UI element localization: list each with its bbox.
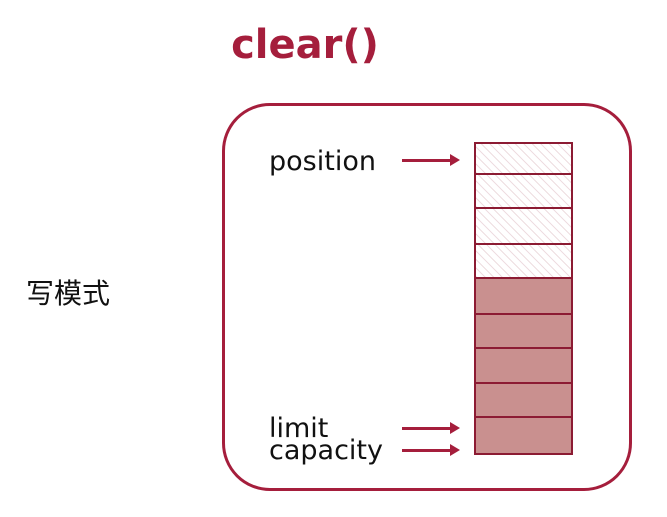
buffer-cell-filled [476,279,571,315]
mode-label: 写模式 [26,277,111,310]
limit-arrow [402,422,460,434]
position-label: position [269,146,376,177]
buffer-cell-filled [476,349,571,384]
slide-title: clear() [231,22,379,68]
buffer-cell-empty [476,144,571,175]
buffer-cell-filled [476,315,571,349]
buffer-cell-empty [476,175,571,209]
buffer-cell-empty [476,245,571,279]
buffer-cell-filled [476,418,571,453]
buffer-cells [474,142,573,455]
buffer-cell-filled [476,384,571,418]
limit-label: limit [269,413,329,444]
capacity-label: capacity [269,435,383,466]
buffer-cell-empty [476,209,571,245]
position-arrow [402,154,460,166]
capacity-arrow [402,444,460,456]
buffer-frame [222,103,632,491]
